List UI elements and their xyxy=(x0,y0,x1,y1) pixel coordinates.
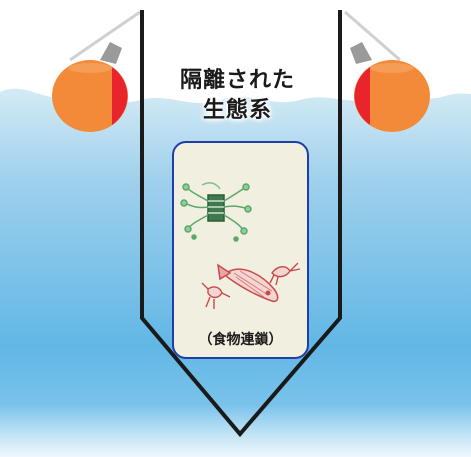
zooplankton-icon xyxy=(201,262,301,309)
phytoplankton-icon xyxy=(180,182,252,242)
food-chain-panel: （食物連鎖） xyxy=(172,141,309,359)
panel-caption: （食物連鎖） xyxy=(198,332,283,348)
left-buoy-icon xyxy=(52,42,128,132)
organisms-graphic xyxy=(180,182,301,309)
right-buoy-icon xyxy=(350,42,430,132)
enclosure-outline xyxy=(140,10,342,438)
diagram-title: 隔離された 生態系 xyxy=(150,66,325,126)
fish-icon xyxy=(217,263,279,303)
title-line-2: 生態系 xyxy=(202,98,272,123)
title-line-1: 隔離された xyxy=(179,68,295,93)
